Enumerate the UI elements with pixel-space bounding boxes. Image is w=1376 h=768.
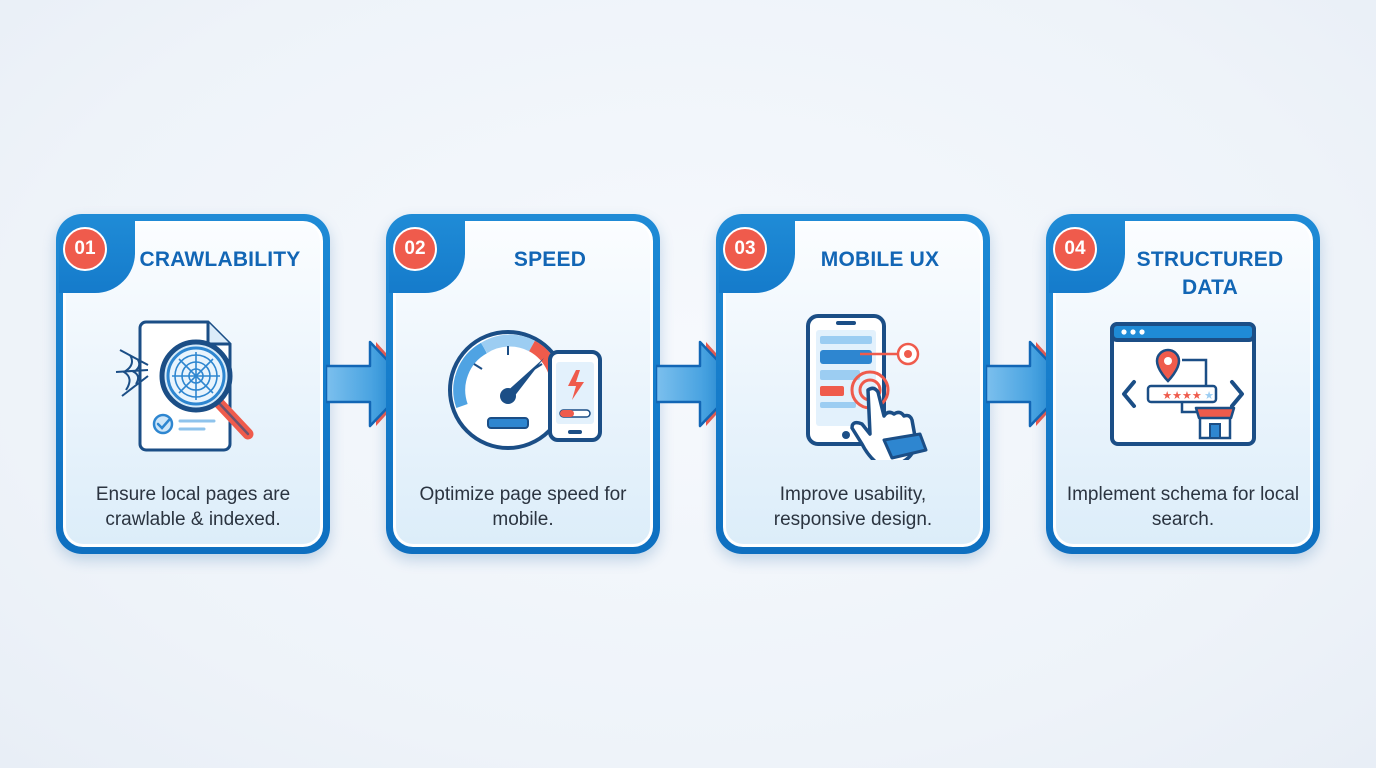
svg-text:★★★★: ★★★★ <box>1162 389 1202 402</box>
step-number-badge: 02 <box>393 227 437 271</box>
step-title: CRAWLABILITY <box>139 248 301 271</box>
step-card-mobile-ux: 03 MOBILE UX <box>716 214 990 554</box>
step-number-badge: 04 <box>1053 227 1097 271</box>
step-title: STRUCTURED DATA <box>1136 248 1284 299</box>
speedometer-phone-icon <box>448 330 602 450</box>
step-description: Ensure local pages are crawlable & index… <box>95 484 291 530</box>
step-number-badge: 01 <box>63 227 107 271</box>
step-number-tab: 04 <box>1049 217 1125 293</box>
step-description: Implement schema for local search. <box>1066 484 1300 530</box>
browser-schema-icon: ★★★★ ★ <box>1110 322 1256 446</box>
step-number-tab: 01 <box>59 217 135 293</box>
step-number-tab: 03 <box>719 217 795 293</box>
step-card-body: 01 CRAWLABILITY <box>59 217 323 547</box>
svg-text:★: ★ <box>1204 389 1214 402</box>
step-card-structured-data: 04 STRUCTURED DATA ★★★★ <box>1046 214 1320 554</box>
step-number-tab: 02 <box>389 217 465 293</box>
step-card-crawlability: 01 CRAWLABILITY <box>56 214 330 554</box>
step-title: MOBILE UX <box>820 248 940 271</box>
document-magnifier-web-icon <box>115 320 254 452</box>
step-card-body: 02 SPEED <box>389 217 653 547</box>
step-description: Improve usability, responsive design. <box>773 484 933 530</box>
step-card-speed: 02 SPEED <box>386 214 660 554</box>
step-title: SPEED <box>513 248 587 271</box>
step-number-badge: 03 <box>723 227 767 271</box>
step-card-body: 04 STRUCTURED DATA ★★★★ <box>1049 217 1313 547</box>
mobile-tap-icon <box>806 314 928 460</box>
step-description: Optimize page speed for mobile. <box>419 484 627 530</box>
step-card-body: 03 MOBILE UX <box>719 217 983 547</box>
